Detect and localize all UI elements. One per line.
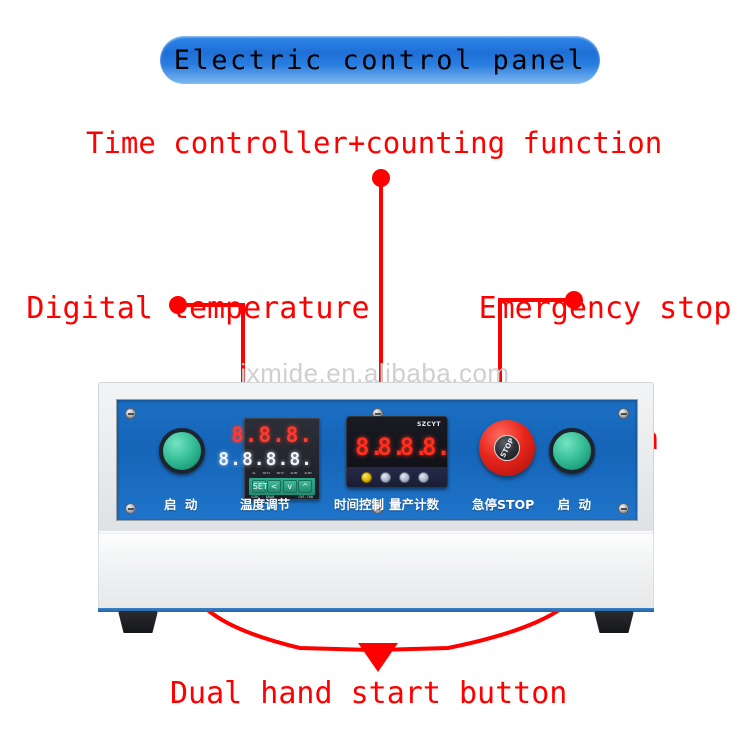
indicator-label: OUT2 <box>276 471 284 475</box>
start-button-right[interactable] <box>549 428 595 474</box>
timer-down-key[interactable] <box>399 471 410 483</box>
timer-display: 8. 8. 8. 8. <box>355 432 451 461</box>
annotation-time-controller: Time controller+counting function <box>86 126 663 160</box>
timer-shift-key[interactable] <box>380 471 391 483</box>
temperature-indicator-row: AL OUT1 OUT2 ALM1 ALM2 <box>249 471 315 476</box>
leader-dot-temp-text <box>169 296 187 314</box>
timer-keypad[interactable] <box>347 467 447 487</box>
machine-base-stripe <box>98 608 654 612</box>
screw-icon <box>125 408 136 419</box>
machine-top-housing: 8.8.8. 8.8.8.8. AL OUT1 OUT2 ALM1 ALM2 S… <box>98 382 654 537</box>
start-button-left[interactable] <box>159 428 205 474</box>
emergency-stop-core: STOP <box>494 435 520 461</box>
screw-icon <box>372 503 383 514</box>
control-panel-face: 8.8.8. 8.8.8.8. AL OUT1 OUT2 ALM1 ALM2 S… <box>116 399 638 521</box>
screw-icon <box>618 408 629 419</box>
emergency-stop-core-text: STOP <box>498 436 516 460</box>
temp-down-key[interactable]: v <box>282 480 297 493</box>
annotation-digital-temperature-line1: Digital temperature <box>26 291 370 326</box>
emergency-stop-button[interactable]: STOP <box>479 420 535 476</box>
temp-up-key[interactable]: ^ <box>298 480 313 493</box>
label-temperature: 温度调节 <box>240 497 291 512</box>
label-start-right: 启 动 <box>557 497 593 512</box>
indicator-label: ALM2 <box>304 471 312 475</box>
page-title: Electric control panel <box>173 44 587 76</box>
leader-arrow-dual-hand <box>358 643 398 672</box>
screw-icon <box>618 503 629 514</box>
label-start-left: 启 动 <box>164 497 200 512</box>
timer-digit: 8. <box>421 432 451 461</box>
temp-set-key[interactable]: SET <box>251 480 268 493</box>
timer-digit: 8. <box>399 432 429 461</box>
label-time-control: 时间控制 <box>334 497 385 512</box>
label-production-count: 量产计数 <box>389 497 440 512</box>
temperature-controller[interactable]: 8.8.8. 8.8.8.8. AL OUT1 OUT2 ALM1 ALM2 S… <box>218 418 320 500</box>
machine-foot <box>118 611 158 633</box>
timer-brand-label: SZCYT <box>416 421 441 428</box>
panel-label-row: 启 动 温度调节 时间控制 量产计数 急停STOP 启 动 <box>117 494 637 512</box>
leader-dot-time-text <box>372 169 390 187</box>
leader-dot-estop-text <box>565 291 583 309</box>
temperature-keypad[interactable]: SET < v ^ <box>249 478 315 495</box>
temp-brand-left: SZBC · 88AB <box>251 495 275 499</box>
temperature-brand-row: SZBC · 88AB CNT-708 <box>249 495 315 499</box>
indicator-label: AL <box>252 471 256 475</box>
machine-photo: 8.8.8. 8.8.8.8. AL OUT1 OUT2 ALM1 ALM2 S… <box>98 382 654 633</box>
machine-foot <box>594 611 634 633</box>
indicator-label: ALM1 <box>290 471 298 475</box>
annotation-dual-hand-start: Dual hand start button <box>170 676 568 711</box>
screw-icon <box>125 503 136 514</box>
machine-base-housing <box>98 534 654 608</box>
indicator-label: OUT1 <box>262 471 270 475</box>
timer-counter-controller[interactable]: SZCYT 8. 8. 8. 8. <box>346 416 451 488</box>
temp-brand-right: CNT-708 <box>298 495 313 499</box>
timer-digit: 8. <box>377 432 407 461</box>
page-title-banner: Electric control panel <box>160 36 600 84</box>
timer-up-key[interactable] <box>418 471 429 483</box>
timer-set-key[interactable] <box>361 471 372 483</box>
annotation-emergency-stop-line1: Emergency stop <box>478 291 732 326</box>
label-emergency-stop: 急停STOP <box>472 497 535 512</box>
temp-shift-key[interactable]: < <box>267 480 282 493</box>
timer-digit: 8. <box>355 432 384 461</box>
temperature-pv-display: 8.8.8. <box>231 423 313 447</box>
temperature-sv-display: 8.8.8.8. <box>218 448 313 470</box>
